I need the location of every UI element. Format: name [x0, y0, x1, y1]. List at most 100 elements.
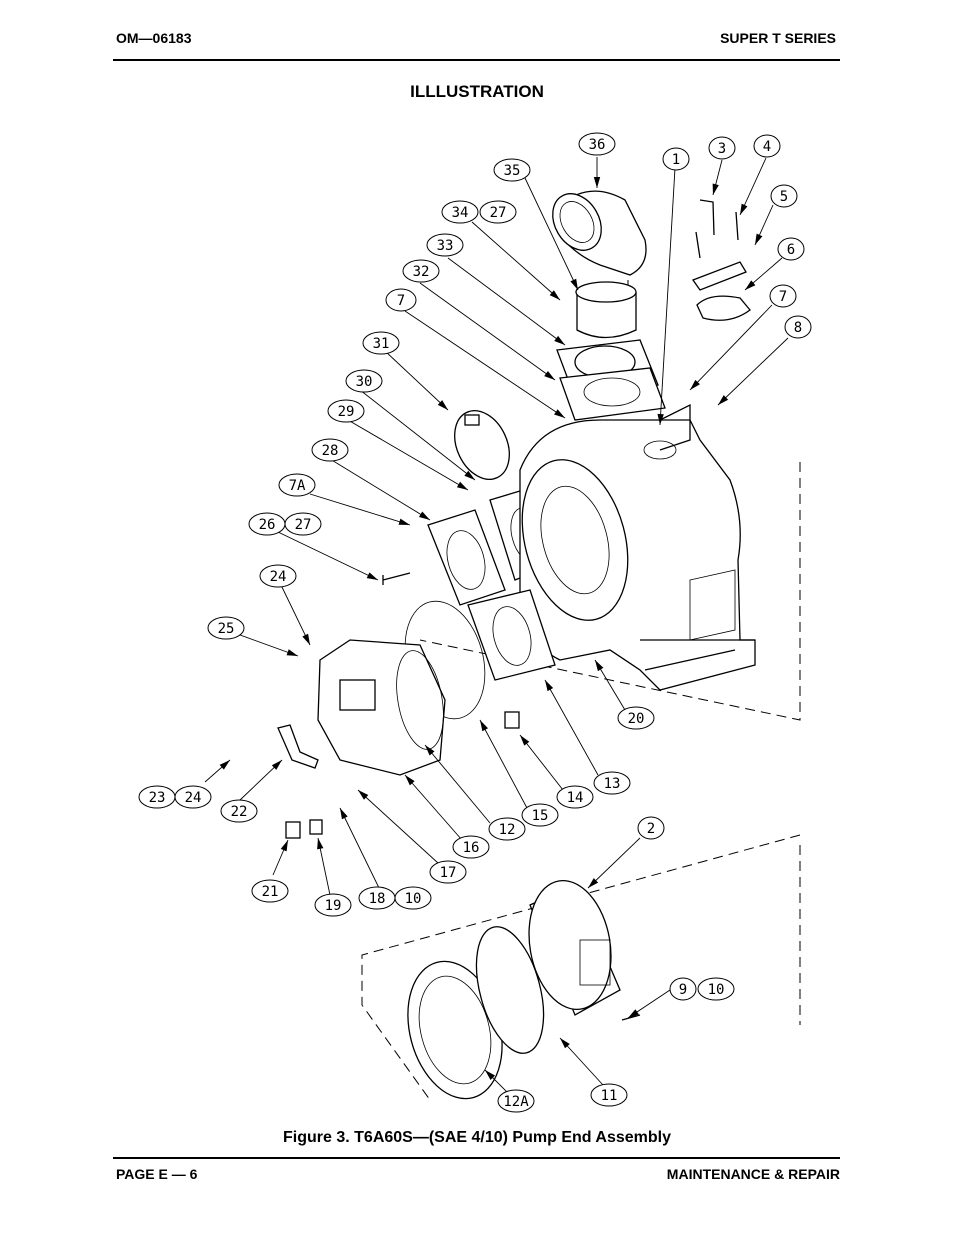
svg-text:7: 7 [779, 289, 787, 305]
leader-arrowhead [418, 511, 430, 520]
callout-1: 1 [662, 147, 690, 171]
callout-7A: 7A [278, 473, 316, 497]
svg-text:27: 27 [490, 205, 507, 221]
discharge-spool [575, 281, 637, 339]
callout-4: 4 [753, 134, 781, 158]
leader-arrowhead [554, 335, 565, 345]
callout-13: 13 [593, 771, 631, 795]
suction-flange [427, 509, 506, 606]
callout-2: 2 [637, 816, 665, 840]
svg-text:7A: 7A [289, 478, 306, 494]
callout-29: 29 [327, 399, 365, 423]
callout-12: 12 [488, 817, 526, 841]
callout-6: 6 [777, 237, 805, 261]
pipe-fitting [285, 821, 301, 839]
leader-arrowhead [549, 290, 560, 300]
callout-3: 3 [708, 136, 736, 160]
svg-text:33: 33 [437, 238, 454, 254]
svg-text:12A: 12A [503, 1094, 529, 1110]
svg-text:36: 36 [589, 137, 606, 153]
svg-text:6: 6 [787, 242, 795, 258]
callout-22: 22 [220, 799, 258, 823]
svg-text:1: 1 [672, 152, 680, 168]
callout-35: 35 [493, 158, 531, 182]
leader-arrowhead [456, 481, 468, 490]
callout-10: 10 [394, 886, 432, 910]
callout-balloons: 36 35 34 27 33 32 7 31 30 29 28 7A 26 27… [138, 132, 812, 1113]
svg-text:23: 23 [149, 790, 166, 806]
leader-lines [204, 157, 789, 1096]
svg-text:24: 24 [270, 569, 287, 585]
pipe-fitting [309, 819, 323, 835]
svg-text:10: 10 [405, 891, 422, 907]
section-title: ILLLUSTRATION [410, 82, 544, 101]
leader-arrowhead [520, 735, 530, 746]
series-name: SUPER T SERIES [720, 30, 836, 46]
callout-15: 15 [521, 803, 559, 827]
svg-text:22: 22 [231, 804, 248, 820]
svg-text:7: 7 [397, 293, 405, 309]
leader-arrowhead [437, 400, 448, 410]
leader-arrowhead [593, 177, 601, 188]
svg-text:9: 9 [679, 982, 687, 998]
svg-text:29: 29 [338, 404, 355, 420]
cleanout-handle [277, 724, 319, 769]
svg-text:31: 31 [373, 336, 390, 352]
callout-32: 32 [402, 259, 440, 283]
callout-27b: 27 [284, 512, 322, 536]
svg-text:30: 30 [356, 374, 373, 390]
flap-valve [454, 410, 510, 480]
leader-arrowhead [480, 720, 489, 732]
leader-arrowhead [405, 775, 415, 786]
seal-plate [317, 639, 446, 776]
svg-text:13: 13 [604, 776, 621, 792]
callout-26: 26 [248, 512, 286, 536]
svg-text:21: 21 [262, 884, 279, 900]
svg-text:16: 16 [463, 840, 480, 856]
leader-arrowhead [588, 878, 599, 888]
svg-text:28: 28 [322, 443, 339, 459]
svg-text:27: 27 [295, 517, 312, 533]
leader-arrowhead [595, 660, 604, 672]
leader-arrowhead [398, 518, 410, 525]
leader-arrowhead [366, 572, 378, 580]
leader-arrowhead [560, 1038, 570, 1049]
callout-33: 33 [426, 233, 464, 257]
rotating-assembly [407, 879, 621, 1100]
svg-text:32: 32 [413, 264, 430, 280]
leader-arrowhead [544, 370, 555, 380]
footer-rule [113, 1157, 840, 1159]
callout-23: 23 [138, 785, 176, 809]
leader-arrowhead [425, 745, 435, 756]
figure-caption: Figure 3. T6A60S—(SAE 4/10) Pump End Ass… [283, 1129, 671, 1146]
svg-text:17: 17 [440, 865, 457, 881]
callout-14: 14 [556, 785, 594, 809]
leader-arrowhead [745, 280, 756, 290]
callout-9: 9 [669, 977, 697, 1001]
leader-arrowhead [464, 470, 475, 480]
callout-10b: 10 [697, 977, 735, 1001]
pipe-plug [504, 711, 520, 729]
callout-20: 20 [617, 706, 655, 730]
leader-arrowhead [340, 808, 348, 820]
discharge-elbow [552, 190, 647, 276]
svg-text:14: 14 [567, 790, 584, 806]
svg-text:12: 12 [499, 822, 516, 838]
svg-text:4: 4 [763, 139, 771, 155]
svg-text:15: 15 [532, 808, 549, 824]
callout-28: 28 [311, 438, 349, 462]
discharge-flange [556, 339, 666, 421]
callout-7: 7 [385, 288, 417, 312]
svg-text:35: 35 [504, 163, 521, 179]
leader-arrowhead [286, 649, 298, 656]
leader-arrowhead [718, 395, 729, 405]
header-rule [113, 59, 840, 61]
callout-30: 30 [345, 369, 383, 393]
leader-arrowhead [302, 633, 310, 645]
callout-17: 17 [429, 860, 467, 884]
callout-7r: 7 [769, 284, 797, 308]
callout-11: 11 [590, 1083, 628, 1107]
leader-arrowhead [628, 1009, 639, 1018]
callout-25: 25 [207, 616, 245, 640]
